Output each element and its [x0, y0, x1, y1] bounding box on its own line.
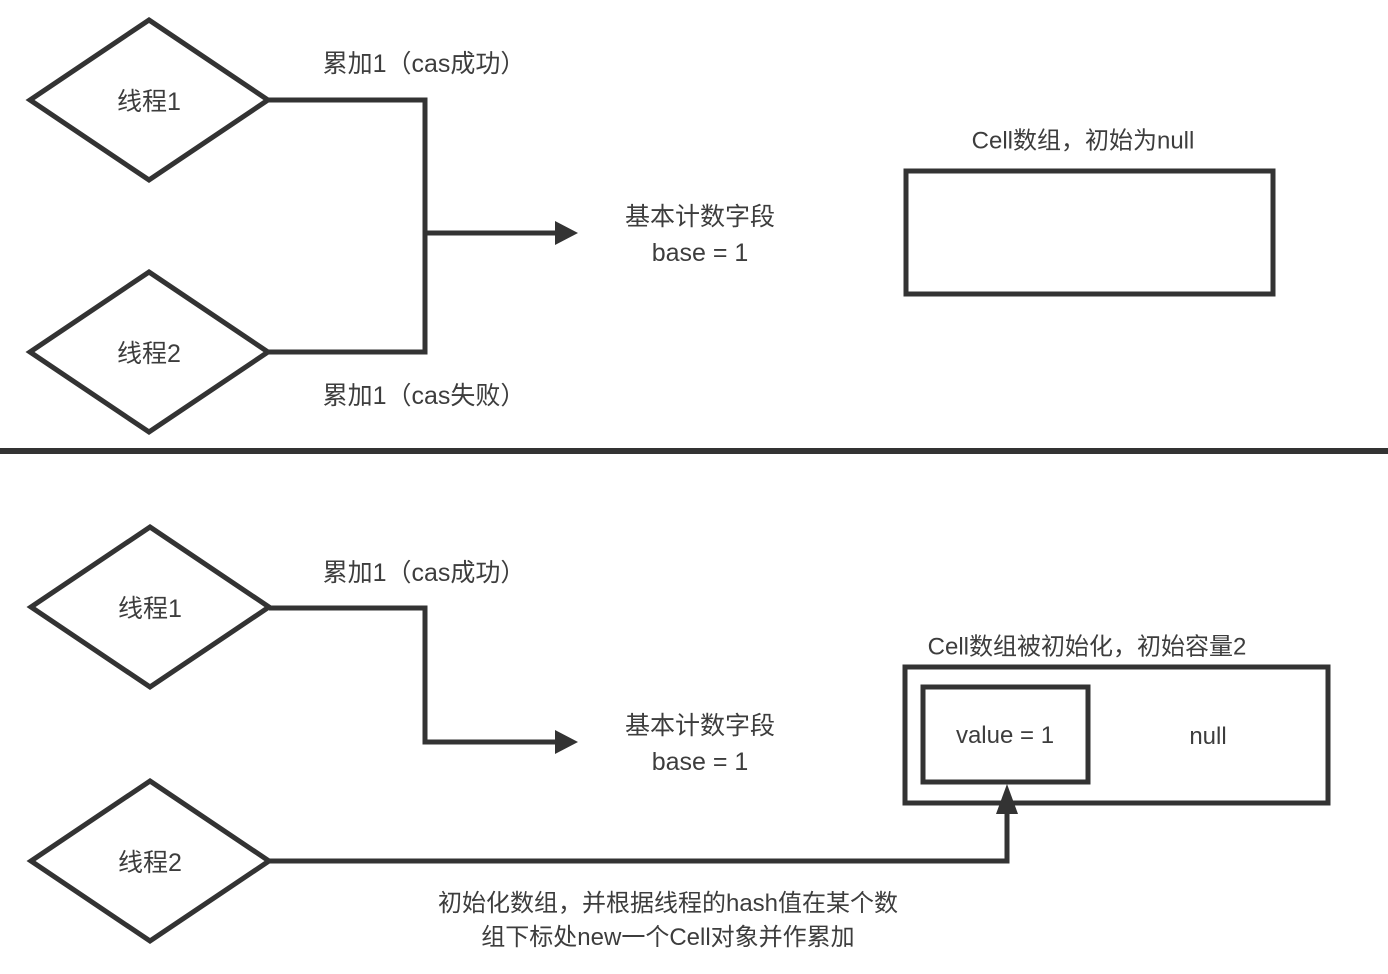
top-base-field-title: 基本计数字段	[624, 203, 776, 231]
bottom-caption-line1: 初始化数组，并根据线程的hash值在某个数	[437, 890, 899, 917]
bottom-thread1-connector	[269, 605, 557, 745]
bottom-base-field-title: 基本计数字段	[624, 712, 776, 740]
bottom-caption: 初始化数组，并根据线程的hash值在某个数 组下标处new一个Cell对象并作累…	[438, 887, 898, 955]
top-thread1-label: 线程1	[117, 88, 181, 116]
bottom-thread2-connector	[269, 812, 1010, 864]
top-merge-connector	[268, 97, 428, 355]
top-base-field-value: base = 1	[651, 239, 749, 267]
bottom-cell-array-title: Cell数组被初始化，初始容量2	[927, 633, 1247, 661]
bottom-cas-success-label: 累加1（cas成功）	[322, 559, 526, 587]
top-thread2-diamond	[25, 268, 273, 436]
top-cell-array-box	[903, 168, 1276, 297]
top-cas-success-label: 累加1（cas成功）	[322, 50, 526, 78]
top-cell-array-title: Cell数组，初始为null	[971, 127, 1195, 155]
top-thread1-diamond	[25, 16, 273, 184]
bottom-thread1-diamond	[26, 523, 274, 691]
bottom-cell-array-box	[902, 664, 1331, 806]
top-thread2-label: 线程2	[117, 340, 181, 368]
bottom-cell-value-label: value = 1	[955, 722, 1055, 749]
bottom-up-arrowhead-icon	[996, 784, 1018, 814]
top-cas-fail-label: 累加1（cas失败）	[322, 382, 526, 410]
bottom-caption-line2: 组下标处new一个Cell对象并作累加	[481, 924, 855, 951]
bottom-thread2-diamond	[26, 777, 274, 945]
bottom-base-field-value: base = 1	[651, 748, 749, 776]
bottom-base-field-text: 基本计数字段 base = 1	[625, 708, 775, 780]
bottom-thread1-label: 线程1	[118, 595, 182, 623]
bottom-thread2-label: 线程2	[118, 849, 182, 877]
bottom-cell-value-box	[920, 684, 1091, 785]
top-base-field-text: 基本计数字段 base = 1	[625, 199, 775, 271]
bottom-cell-null-label: null	[1189, 723, 1227, 750]
top-arrowhead-icon	[555, 221, 578, 245]
bottom-arrowhead-icon	[555, 730, 578, 754]
